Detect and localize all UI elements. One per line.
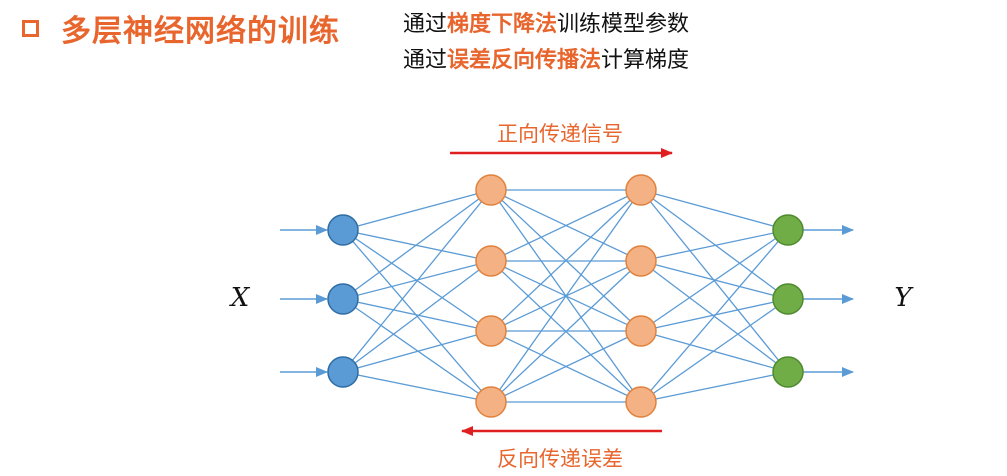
square-bullet-icon — [22, 19, 39, 37]
edge-l0-0-1 — [342, 229, 492, 262]
edge-l1-3-0 — [490, 189, 642, 403]
output-node-2 — [772, 356, 804, 388]
edge-l0-2-0 — [342, 189, 492, 373]
hidden-1-node-2 — [475, 315, 507, 347]
edge-l2-3-0 — [640, 229, 789, 403]
edge-l2-2-2 — [640, 330, 789, 373]
output-y-label: Y — [894, 283, 914, 313]
edge-l2-3-2 — [640, 371, 789, 403]
line2-prefix: 通过 — [403, 48, 448, 73]
edge-l0-2-3 — [342, 371, 492, 403]
connection-edges — [342, 189, 789, 403]
line2-suffix: 计算梯度 — [601, 48, 690, 73]
hidden-1-node-1 — [475, 245, 507, 277]
forward-signal-label: 正向传递信号 — [497, 122, 623, 146]
edge-l2-0-1 — [640, 189, 789, 300]
edge-l0-0-0 — [342, 189, 492, 231]
edge-l0-1-3 — [342, 298, 492, 403]
edge-l2-2-0 — [640, 229, 789, 332]
edge-l0-1-0 — [342, 189, 492, 300]
line2-highlight: 误差反向传播法 — [447, 48, 602, 73]
input-node-2 — [327, 356, 359, 388]
hidden-2-node-3 — [625, 386, 657, 418]
network-nodes — [327, 174, 804, 418]
io-arrows — [280, 225, 854, 377]
input-node-0 — [327, 214, 359, 246]
line1-prefix: 通过 — [403, 12, 448, 37]
edge-l1-2-0 — [490, 189, 642, 332]
edge-l1-3-1 — [490, 260, 642, 403]
edge-l1-1-0 — [490, 189, 642, 262]
edge-l0-2-2 — [342, 330, 492, 373]
output-node-1 — [772, 283, 804, 315]
line1-suffix: 训练模型参数 — [557, 12, 690, 37]
edge-l2-3-1 — [640, 298, 789, 403]
hidden-1-node-3 — [475, 386, 507, 418]
edge-l2-1-0 — [640, 229, 789, 262]
input-node-1 — [327, 283, 359, 315]
hidden-2-node-2 — [625, 315, 657, 347]
description-line-2: 通过误差反向传播法计算梯度 — [403, 46, 689, 76]
hidden-1-node-0 — [475, 174, 507, 206]
hidden-2-node-1 — [625, 245, 657, 277]
line1-highlight: 梯度下降法 — [447, 12, 558, 37]
page-title: 多层神经网络的训练 — [61, 14, 340, 49]
edge-l1-3-2 — [490, 330, 642, 403]
hidden-2-node-0 — [625, 174, 657, 206]
edge-l0-1-2 — [342, 298, 492, 332]
edge-l2-0-0 — [640, 189, 789, 231]
input-x-label: X — [229, 283, 251, 313]
edge-l0-2-1 — [342, 260, 492, 373]
backward-error-label: 反向传递误差 — [497, 447, 623, 471]
title-row: 多层神经网络的训练 — [22, 8, 340, 49]
description-line-1: 通过梯度下降法训练模型参数 — [403, 10, 689, 40]
output-node-0 — [772, 214, 804, 246]
